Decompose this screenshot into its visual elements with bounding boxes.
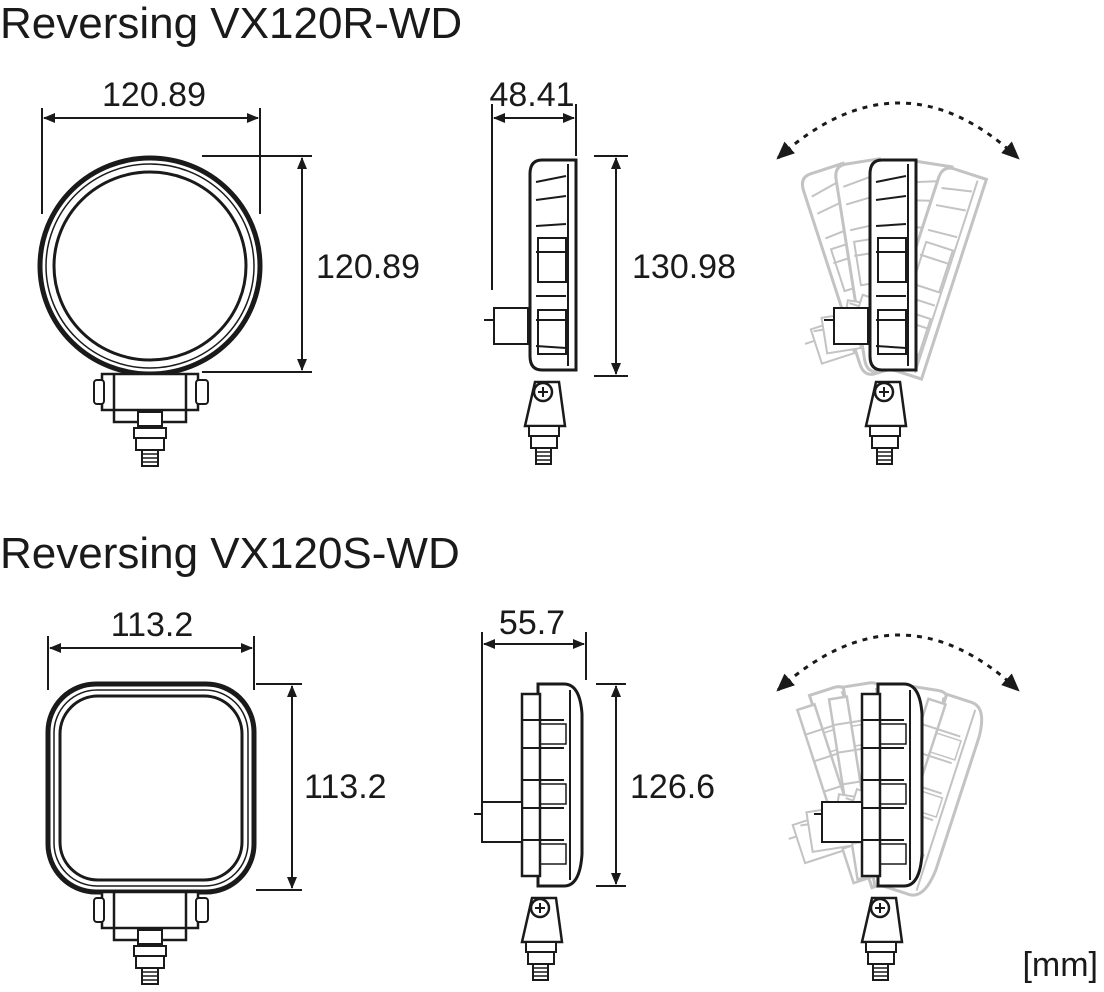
tilt-arc-arrow <box>776 101 1020 160</box>
tilt-view-round <box>754 101 1020 466</box>
section-title-round: Reversing VX120R-WD <box>0 0 462 48</box>
front-width-label-square: 113.2 <box>111 606 194 644</box>
section-title-square: Reversing VX120S-WD <box>0 529 460 578</box>
side-depth-dimension <box>491 104 577 290</box>
side-depth-dimension-square <box>481 632 587 810</box>
front-height-dimension <box>202 155 312 373</box>
side-height-dimension-square <box>596 683 626 887</box>
front-height-dimension-square <box>256 683 302 891</box>
tilt-arc-arrow-square <box>776 633 1020 692</box>
side-depth-label-square: 55.7 <box>499 604 565 642</box>
front-width-dimension-square <box>47 636 255 690</box>
side-view-square <box>472 682 584 982</box>
side-view-round <box>482 158 578 466</box>
side-depth-label-round: 48.41 <box>489 76 574 114</box>
side-height-dimension <box>594 155 628 377</box>
front-height-label-round: 120.89 <box>316 248 420 286</box>
front-view-round <box>37 155 263 468</box>
side-height-label-round: 130.98 <box>632 248 736 286</box>
side-height-label-square: 126.6 <box>630 768 715 806</box>
front-view-square <box>45 681 257 986</box>
front-width-label-round: 120.89 <box>102 76 206 114</box>
tilt-view-square <box>747 633 1020 982</box>
front-height-label-square: 113.2 <box>304 768 387 806</box>
unit-label: [mm] <box>1022 946 1098 984</box>
front-width-dimension <box>41 108 261 214</box>
